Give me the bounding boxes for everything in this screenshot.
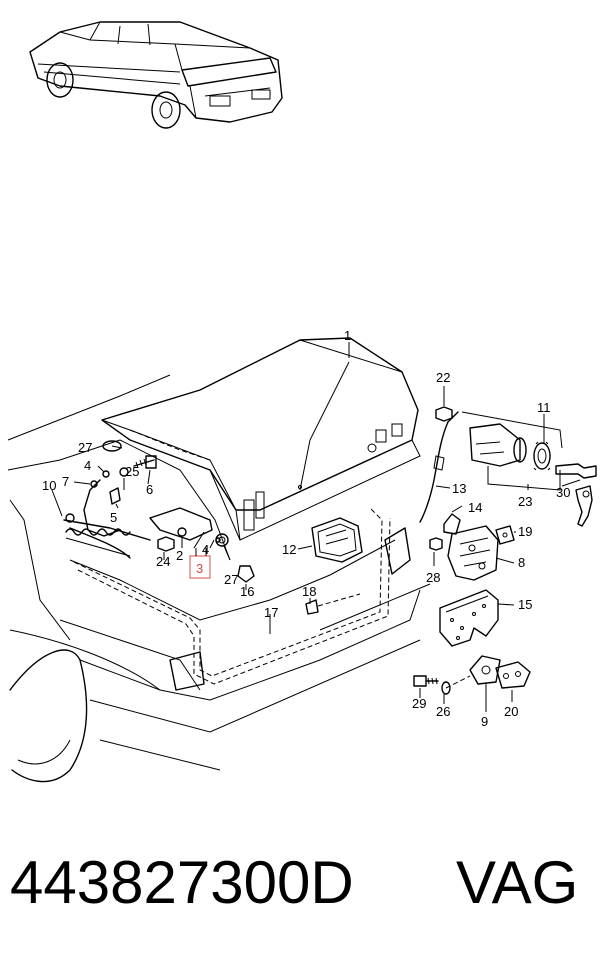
hinge-assembly	[63, 440, 255, 583]
label-part-4-top: 4	[84, 458, 91, 473]
label-part-28: 28	[426, 570, 440, 585]
label-part-30: 30	[556, 485, 570, 500]
label-part-7: 7	[62, 474, 69, 489]
label-part-9: 9	[481, 714, 488, 729]
trunk-seal	[73, 507, 391, 685]
label-part-13: 13	[452, 481, 466, 496]
label-part-2: 2	[176, 548, 183, 563]
label-part-12: 12	[282, 542, 296, 557]
part-number-labels: 1 22 11 27 4 7 25 6 10 5 13 23 30 14 19 …	[42, 328, 570, 729]
striker-hardware	[413, 655, 531, 695]
label-part-3-highlighted: 3	[196, 561, 203, 576]
label-part-19: 19	[518, 524, 532, 539]
leader-lines	[51, 342, 581, 712]
small-pin	[305, 583, 431, 631]
trunk-lid	[101, 337, 421, 541]
release-cable	[419, 411, 459, 523]
label-part-26: 26	[436, 704, 450, 719]
label-part-1: 1	[344, 328, 351, 343]
striker-plate	[439, 589, 499, 647]
label-part-18: 18	[302, 584, 316, 599]
lock-cylinder-assembly	[435, 406, 597, 527]
label-part-22: 22	[436, 370, 450, 385]
car-rear-body	[7, 374, 421, 783]
label-part-16: 16	[240, 584, 254, 599]
label-part-29: 29	[412, 696, 426, 711]
label-part-14: 14	[468, 500, 482, 515]
label-part-15: 15	[518, 597, 532, 612]
label-part-17: 17	[264, 605, 278, 620]
latch-mechanism	[429, 513, 515, 581]
highlighted-part-box	[189, 555, 211, 579]
plug-connector	[311, 517, 363, 563]
label-part-6: 6	[146, 482, 153, 497]
footer-part-number: 443827300D	[10, 849, 354, 916]
label-part-24: 24	[156, 554, 170, 569]
label-part-10: 10	[42, 478, 56, 493]
label-part-27-bottom: 27	[224, 572, 238, 587]
label-part-11: 11	[537, 400, 551, 415]
label-part-5: 5	[110, 510, 117, 525]
car-thumbnail	[29, 21, 283, 129]
label-part-23: 23	[518, 494, 532, 509]
footer-brand: VAG	[456, 849, 578, 916]
label-part-20: 20	[504, 704, 518, 719]
label-part-25: 25	[125, 464, 139, 479]
label-part-27-top: 27	[78, 440, 92, 455]
label-part-4-bottom: 4	[202, 542, 209, 557]
label-part-8: 8	[518, 555, 525, 570]
